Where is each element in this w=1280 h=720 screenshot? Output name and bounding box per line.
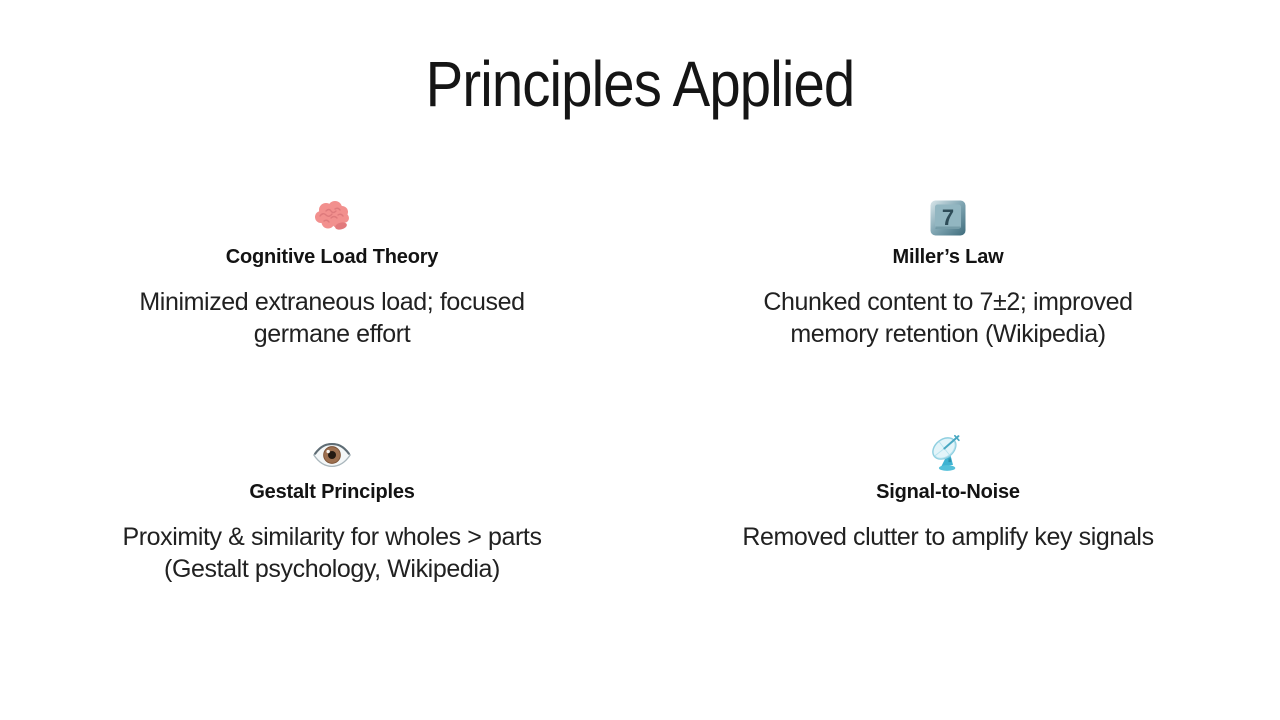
principle-card-signal-to-noise: Signal-to-Noise Removed clutter to ampli… — [640, 433, 1256, 585]
satellite-dish-icon — [928, 433, 968, 473]
card-description: Proximity & similarity for wholes > part… — [122, 522, 542, 583]
principle-card-cognitive-load-theory: Cognitive Load Theory Minimized extraneo… — [24, 198, 640, 350]
card-description: Minimized extraneous load; focused germa… — [139, 287, 525, 348]
principle-card-millers-law: 7 Miller’s Law Chunked content to 7±2; i… — [640, 198, 1256, 350]
card-title: Gestalt Principles — [249, 480, 415, 503]
card-title: Miller’s Law — [892, 245, 1004, 268]
eye-icon — [312, 433, 352, 473]
card-title: Signal-to-Noise — [876, 480, 1020, 503]
card-description: Chunked content to 7±2; improved memory … — [763, 287, 1133, 348]
svg-text:7: 7 — [942, 205, 954, 230]
brain-icon — [312, 198, 352, 238]
card-title: Cognitive Load Theory — [225, 245, 439, 268]
page-title: Principles Applied — [425, 48, 856, 120]
card-description: Removed clutter to amplify key signals — [742, 522, 1154, 551]
keycap-seven-icon: 7 — [928, 198, 968, 238]
principles-grid: Cognitive Load Theory Minimized extraneo… — [24, 198, 1256, 585]
principle-card-gestalt-principles: Gestalt Principles Proximity & similarit… — [24, 433, 640, 585]
